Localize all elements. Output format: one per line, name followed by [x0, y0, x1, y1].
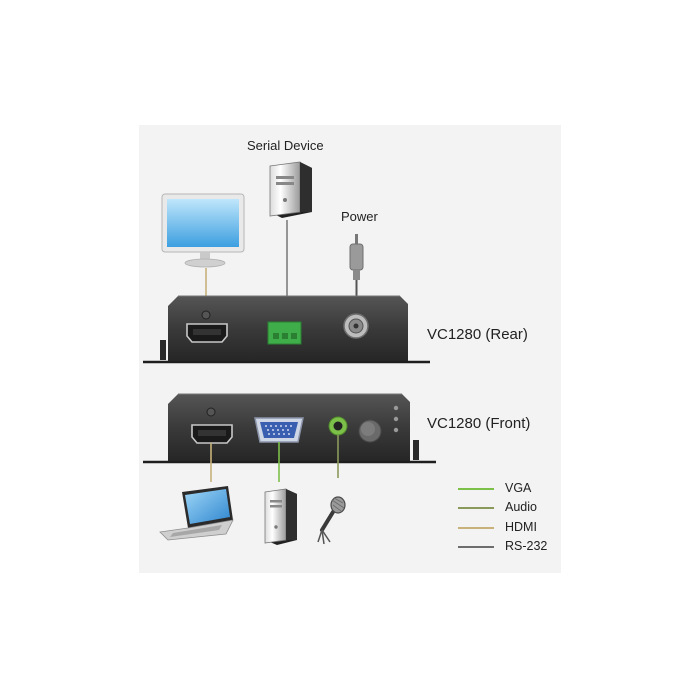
serial-device-label: Serial Device: [247, 138, 324, 153]
led-2: [393, 416, 399, 422]
power-jack: [343, 313, 369, 339]
power-plug-icon: [349, 234, 364, 296]
hdmi-port-rear: [186, 323, 228, 343]
front-unit-label: VC1280 (Front): [427, 415, 531, 432]
rear-unit-label: VC1280 (Rear): [427, 326, 528, 343]
tower-pc-icon: [269, 161, 312, 218]
legend-label-rs232: RS-232: [505, 539, 548, 553]
rear-unit: [143, 295, 430, 364]
microphone-icon: [317, 496, 346, 545]
legend-label-hdmi: HDMI: [505, 520, 537, 534]
vga-port: [254, 417, 304, 443]
hdmi-port-front: [191, 424, 233, 444]
audio-jack: [328, 416, 348, 436]
rs232-terminal-block: [267, 321, 302, 345]
tower-pc-icon: [264, 488, 297, 545]
led-1: [393, 405, 399, 411]
monitor-icon: [161, 193, 245, 268]
front-button: [358, 419, 382, 443]
power-label: Power: [341, 209, 378, 224]
legend-label-audio: Audio: [505, 500, 537, 514]
led-3: [393, 427, 399, 433]
legend-label-vga: VGA: [505, 481, 532, 495]
laptop-icon: [159, 486, 234, 541]
front-unit: [143, 393, 436, 464]
